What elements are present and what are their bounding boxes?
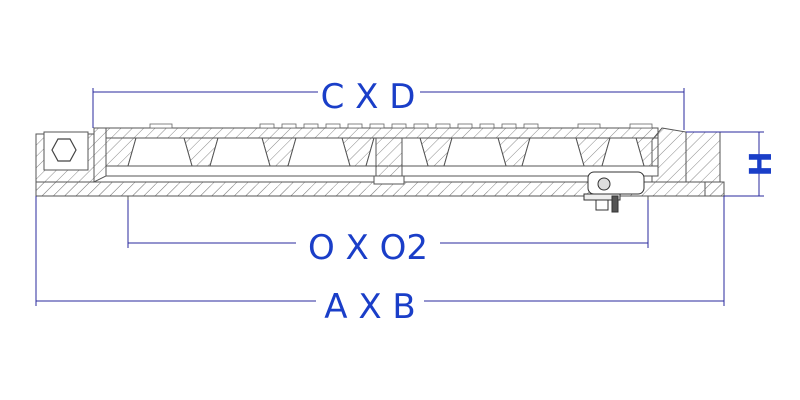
tread [325,123,341,129]
pocket [521,137,585,167]
tread [347,123,363,129]
tread [391,123,407,129]
tread [577,123,601,129]
pocket [127,137,193,167]
tread [149,123,173,129]
tread [523,123,539,129]
pocket [287,137,351,167]
right-frame-flange [685,131,721,183]
dimensions [35,88,764,306]
anti-slip-pattern [149,123,653,129]
pocket [209,137,271,167]
hinge-icon [583,171,645,213]
dim-label-cxd: C X D [321,77,416,117]
dim-label-axb: A X B [324,287,416,327]
left-frame-step [93,127,107,183]
tread [259,123,275,129]
hinge-pin [597,177,611,191]
hinge-body [587,171,645,195]
cover-top-plate [105,127,659,139]
dim-label-h: H [744,151,779,176]
tread [303,123,319,129]
dim-label-oxo2: O X O2 [308,228,428,268]
tread [281,123,297,129]
tread [629,123,653,129]
pocket [601,137,645,167]
tread [435,123,451,129]
hex-bolt-icon [51,138,77,162]
tread [501,123,517,129]
tread [369,123,385,129]
hinge-bolt-head [611,195,619,213]
pocket [443,137,507,167]
centre-lug-foot [373,175,405,185]
tread [413,123,429,129]
tread [457,123,473,129]
tread [479,123,495,129]
cross-section [35,123,725,213]
hinge-bolt [595,199,609,211]
